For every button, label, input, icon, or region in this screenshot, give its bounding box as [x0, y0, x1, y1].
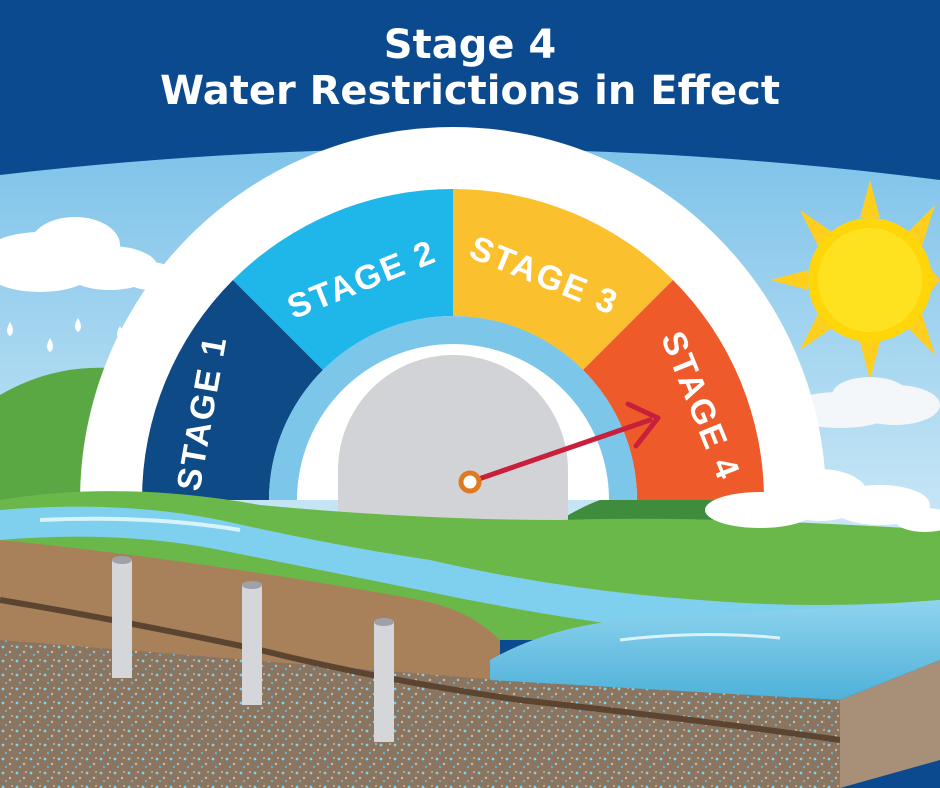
gravel-layer	[0, 640, 840, 788]
river	[0, 506, 940, 640]
stage-1-band	[141, 280, 323, 500]
gauge-needle	[458, 401, 661, 494]
lake-side	[840, 660, 940, 788]
page-title: Stage 4 Water Restrictions in Effect	[0, 22, 940, 114]
gauge-dial	[338, 355, 568, 540]
well-pipe-icon	[112, 556, 132, 678]
stage-4-band	[583, 280, 765, 500]
cloud-icon	[0, 217, 176, 292]
lake-shine	[619, 632, 781, 642]
stage-3-band	[453, 188, 673, 370]
cloud-icon	[705, 469, 940, 532]
lake-surface	[490, 600, 940, 700]
title-line-1: Stage 4	[383, 22, 557, 68]
well-pipe-icon	[374, 618, 394, 742]
title-line-2: Water Restrictions in Effect	[160, 68, 780, 114]
well-pipe-icon	[242, 581, 262, 705]
stage-2-band	[233, 188, 453, 370]
sun-icon	[770, 180, 940, 380]
river-shine	[39, 516, 241, 532]
